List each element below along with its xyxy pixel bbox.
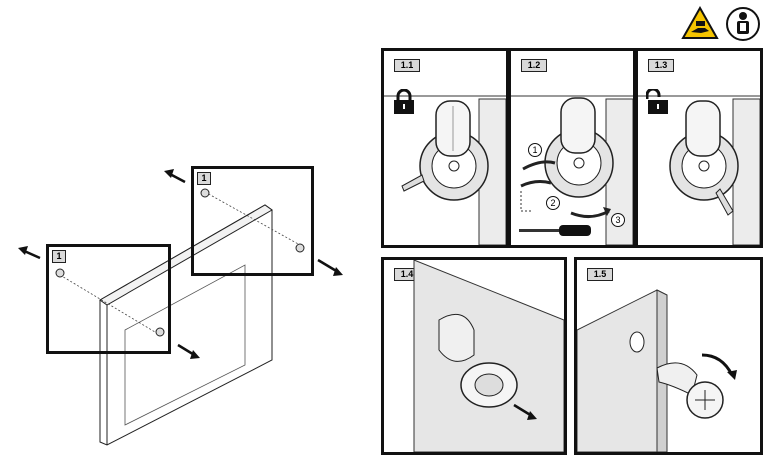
panel-1-1: 1.1 — [381, 48, 509, 248]
panel-label: 1.3 — [648, 59, 674, 72]
callout-label: 1 — [197, 172, 211, 185]
step-2-marker: 2 — [546, 196, 560, 210]
step-3-marker: 3 — [611, 213, 625, 227]
callout-left: 1 — [46, 244, 171, 354]
overview-drawing — [0, 160, 360, 450]
step-1-marker: 1 — [528, 143, 542, 157]
wear-manual-mandatory-icon — [724, 5, 762, 43]
screwdriver-icon — [519, 223, 520, 224]
callout-right: 1 — [191, 166, 314, 276]
panel-1-4: 1.4 — [381, 257, 567, 455]
lock-closed-icon — [392, 89, 416, 115]
panel-1-5: 1.5 — [574, 257, 763, 455]
lock-open-icon — [646, 89, 670, 115]
callout-label: 1 — [52, 250, 66, 263]
panel-1-2: 1.2 1 2 3 — [508, 48, 636, 248]
panel-1-3: 1.3 — [635, 48, 763, 248]
panel-label: 1.2 — [521, 59, 547, 72]
panel-label: 1.1 — [394, 59, 420, 72]
hand-crush-warning-icon — [681, 6, 719, 40]
panel-label: 1.5 — [587, 268, 613, 281]
